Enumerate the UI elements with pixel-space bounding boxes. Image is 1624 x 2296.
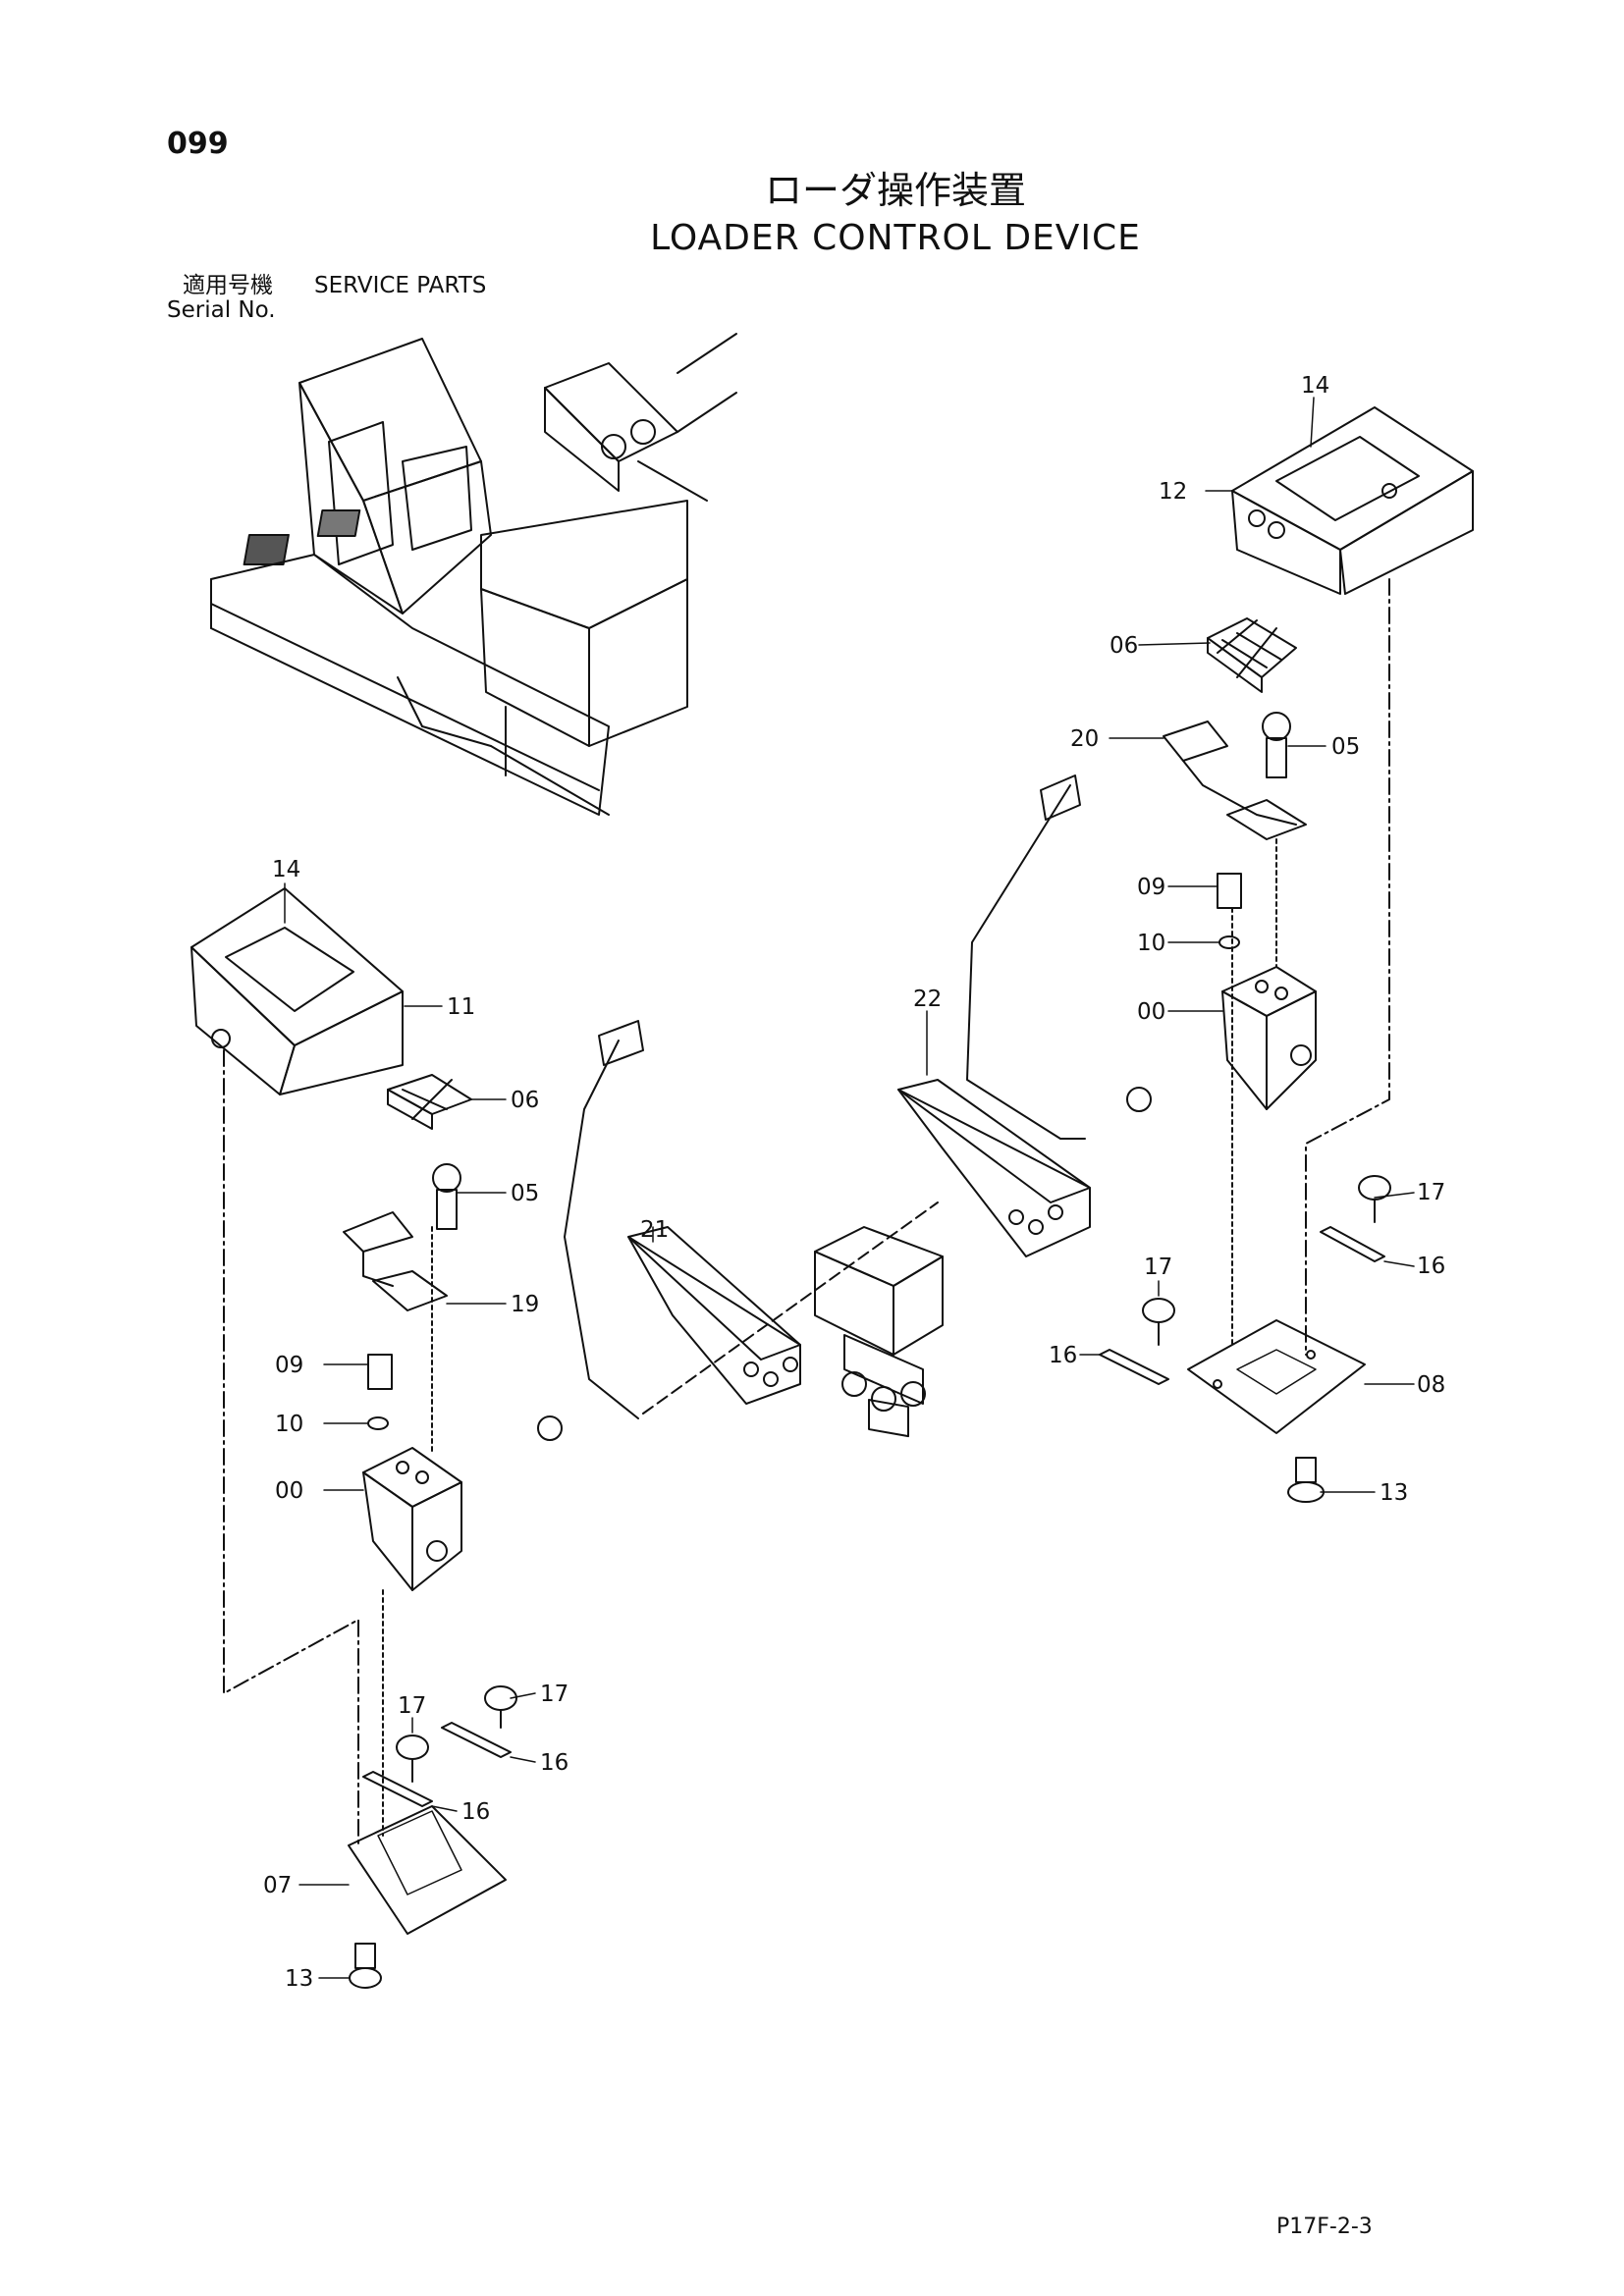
callout-06-right: 06 — [1110, 633, 1138, 659]
page-title-english: LOADER CONTROL DEVICE — [650, 218, 1141, 258]
callout-16-right-lower: 16 — [1049, 1343, 1077, 1368]
machine-overview-illustration — [210, 333, 737, 816]
callout-21: 21 — [640, 1217, 669, 1243]
serial-label-english: Serial No. — [167, 297, 276, 323]
callout-06-left: 06 — [511, 1088, 539, 1113]
callout-17-left-lower: 17 — [398, 1693, 426, 1719]
callout-09-left: 09 — [275, 1353, 303, 1378]
callout-20: 20 — [1070, 726, 1099, 752]
callout-14-right: 14 — [1301, 373, 1329, 399]
center-pedal-valve-assembly — [537, 774, 1152, 1441]
callout-00-left: 00 — [275, 1478, 303, 1504]
callout-22: 22 — [913, 987, 942, 1012]
callout-16-right-upper: 16 — [1417, 1254, 1445, 1279]
callout-10-right: 10 — [1137, 931, 1165, 956]
callout-05-left: 05 — [511, 1181, 539, 1206]
page-code: P17F-2-3 — [1276, 2215, 1373, 2239]
callout-14-left: 14 — [272, 857, 300, 882]
callout-17-right-lower: 17 — [1144, 1255, 1172, 1280]
callout-11: 11 — [447, 994, 475, 1020]
callout-08: 08 — [1417, 1372, 1445, 1398]
callout-17-left-upper: 17 — [540, 1682, 568, 1707]
page-title-japanese: ローダ操作装置 — [764, 169, 1026, 212]
right-console-assembly — [1099, 406, 1474, 1503]
callout-07: 07 — [263, 1873, 292, 1898]
callout-leaders — [284, 397, 1415, 1979]
callout-10-left: 10 — [275, 1412, 303, 1437]
callout-05-right: 05 — [1331, 734, 1360, 760]
serial-label-japanese: 適用号機 — [183, 273, 273, 298]
callout-19: 19 — [511, 1292, 539, 1317]
callout-09-right: 09 — [1137, 875, 1165, 900]
callout-13-left: 13 — [285, 1966, 313, 1992]
callout-16-left-lower: 16 — [461, 1799, 490, 1825]
serial-value: SERVICE PARTS — [314, 273, 487, 298]
callout-labels: 14 12 06 20 05 09 10 00 22 14 11 06 05 2… — [263, 373, 1445, 1992]
callout-16-left-upper: 16 — [540, 1750, 568, 1776]
left-console-assembly — [190, 887, 517, 1989]
page-number: 099 — [167, 127, 229, 161]
callout-17-right-upper: 17 — [1417, 1180, 1445, 1205]
callout-12: 12 — [1159, 479, 1187, 505]
callout-00-right: 00 — [1137, 999, 1165, 1025]
callout-13-right: 13 — [1380, 1480, 1408, 1506]
